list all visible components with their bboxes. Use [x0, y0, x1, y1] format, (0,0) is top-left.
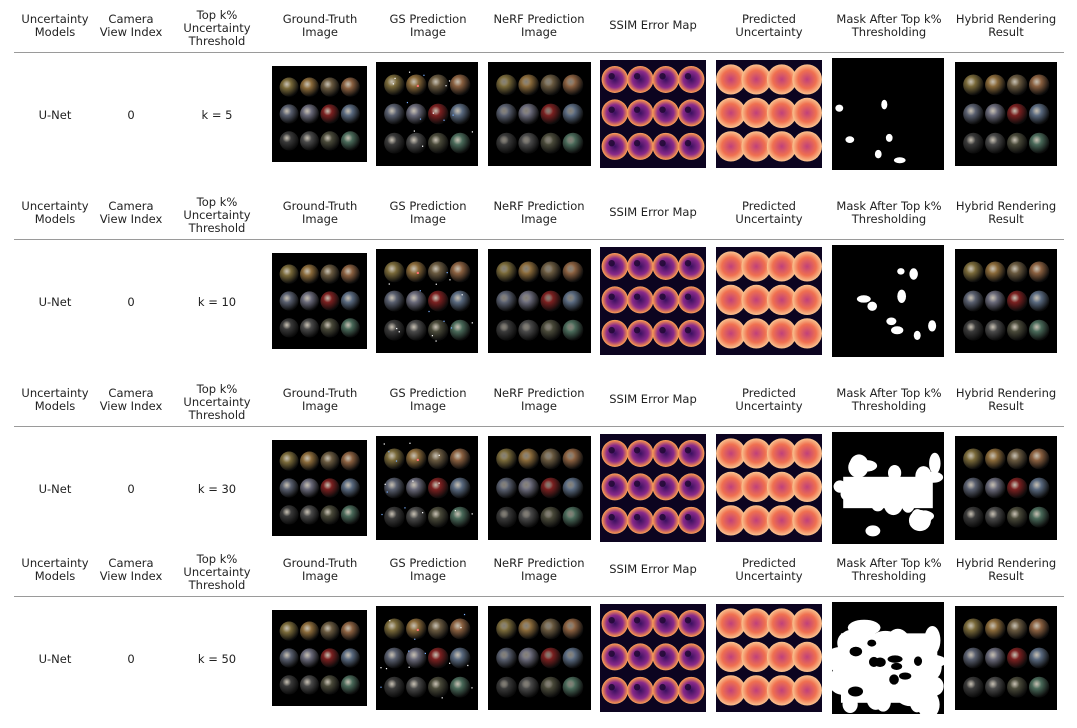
ground-truth-image: [272, 253, 367, 349]
gs-prediction-image: [376, 249, 478, 353]
header-divider: [14, 52, 1064, 53]
gs-prediction-image: [376, 436, 478, 540]
predicted-uncertainty-map: [716, 247, 822, 355]
nerf-prediction-image: [488, 62, 591, 166]
threshold-cell: k = 30: [197, 482, 237, 496]
column-header-9: Mask After Top k%Thresholding: [836, 556, 942, 583]
thresholded-mask: [832, 58, 944, 170]
thresholded-mask: [832, 432, 944, 544]
header-divider: [14, 426, 1064, 427]
camera-view-cell: 0: [127, 482, 135, 496]
gs-prediction-image: [376, 606, 478, 710]
thresholded-mask: [832, 245, 944, 357]
ssim-error-map: [600, 247, 706, 355]
camera-view-cell: 0: [127, 295, 135, 309]
hybrid-rendering-result: [955, 436, 1057, 540]
header-divider: [14, 239, 1064, 240]
camera-view-cell: 0: [127, 108, 135, 122]
column-header-7: SSIM Error Map: [609, 18, 697, 32]
hybrid-rendering-result: [955, 606, 1057, 710]
ssim-error-map: [600, 60, 706, 168]
gs-prediction-image: [376, 62, 478, 166]
hybrid-rendering-result: [955, 62, 1057, 166]
model-cell: U-Net: [38, 482, 72, 496]
column-header-7: SSIM Error Map: [609, 205, 697, 219]
ground-truth-image: [272, 66, 367, 162]
column-header-9: Mask After Top k%Thresholding: [836, 386, 942, 413]
threshold-cell: k = 50: [197, 652, 237, 666]
column-header-9: Mask After Top k%Thresholding: [836, 199, 942, 226]
column-header-7: SSIM Error Map: [609, 392, 697, 406]
column-header-7: SSIM Error Map: [609, 562, 697, 576]
model-cell: U-Net: [38, 295, 72, 309]
model-cell: U-Net: [38, 652, 72, 666]
predicted-uncertainty-map: [716, 434, 822, 542]
predicted-uncertainty-map: [716, 604, 822, 712]
nerf-prediction-image: [488, 249, 591, 353]
predicted-uncertainty-map: [716, 60, 822, 168]
camera-view-cell: 0: [127, 652, 135, 666]
model-cell: U-Net: [38, 108, 72, 122]
ssim-error-map: [600, 604, 706, 712]
ground-truth-image: [272, 610, 367, 706]
hybrid-rendering-result: [955, 249, 1057, 353]
column-header-9: Mask After Top k%Thresholding: [836, 12, 942, 39]
ssim-error-map: [600, 434, 706, 542]
threshold-cell: k = 10: [197, 295, 237, 309]
thresholded-mask: [832, 602, 944, 714]
nerf-prediction-image: [488, 606, 591, 710]
threshold-cell: k = 5: [201, 108, 233, 122]
nerf-prediction-image: [488, 436, 591, 540]
ground-truth-image: [272, 440, 367, 536]
header-divider: [14, 596, 1064, 597]
